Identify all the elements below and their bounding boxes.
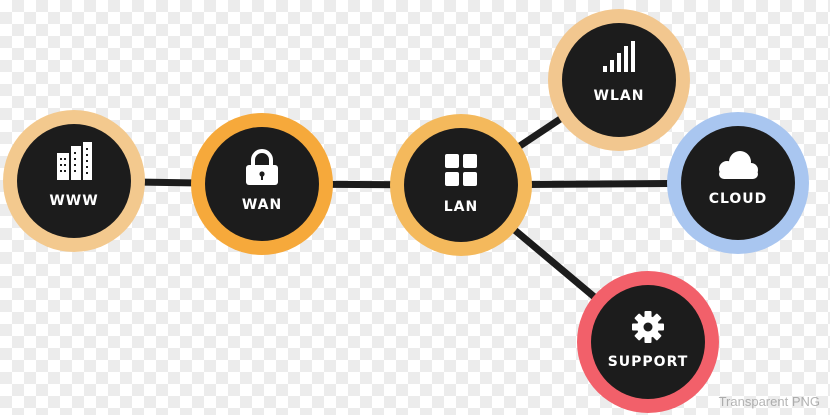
node-www-core [17,124,131,238]
gear-icon [632,311,664,343]
grid-icon [445,154,477,186]
node-wlan[interactable]: WLAN [548,9,690,151]
node-wan[interactable]: WAN [191,113,333,255]
node-wlan-label: WLAN [594,88,645,104]
watermark: Transparent PNG [718,394,820,409]
node-lan[interactable]: LAN [390,114,532,256]
node-wan-label: WAN [242,197,282,213]
node-lan-core [404,128,518,242]
signal-bars-icon [603,41,635,72]
buildings-icon [57,142,92,180]
node-lan-label: LAN [444,199,478,215]
node-wlan-core [562,23,676,137]
node-cloud-core [681,126,795,240]
node-cloud[interactable]: CLOUD [667,112,809,254]
node-support[interactable]: SUPPORT [577,271,719,413]
node-support-label: SUPPORT [608,354,689,370]
node-www-label: WWW [49,193,98,209]
cloud-icon [719,151,758,179]
node-www[interactable]: WWW [3,110,145,252]
node-cloud-label: CLOUD [709,191,768,207]
lock-icon [246,149,278,185]
